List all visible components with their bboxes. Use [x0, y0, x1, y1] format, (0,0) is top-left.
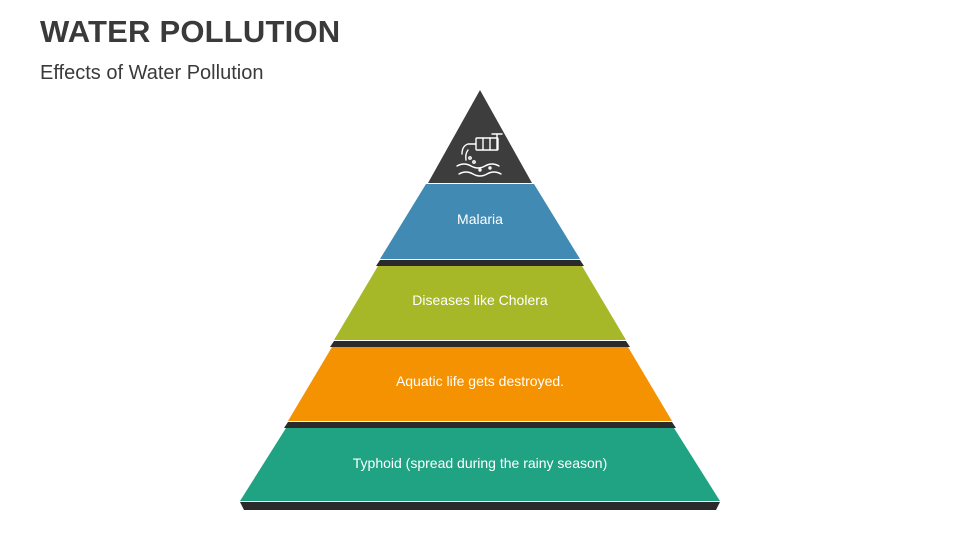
pyramid-tier-4: Typhoid (spread during the rainy season) [240, 428, 720, 510]
tier-1-label: Malaria [457, 211, 503, 227]
page-subtitle: Effects of Water Pollution [40, 62, 264, 84]
tier-3-band [288, 347, 672, 421]
apex-triangle [428, 90, 532, 183]
pyramid-tier-3: Aquatic life gets destroyed. [284, 347, 676, 428]
water-pollution-icon [456, 133, 503, 177]
tier-4-band [240, 428, 720, 501]
tier-2-shadow [330, 341, 630, 347]
tier-1-band [380, 184, 580, 259]
page-title: WATER POLLUTION [40, 14, 341, 49]
tier-4-label: Typhoid (spread during the rainy season) [353, 455, 607, 471]
tier-3-shadow [284, 422, 676, 428]
tier-2-band [334, 266, 626, 340]
tier-3-label: Aquatic life gets destroyed. [396, 373, 564, 389]
pyramid-tier-2: Diseases like Cholera [330, 266, 630, 347]
pyramid-tier-1: Malaria [376, 184, 584, 266]
tier-1-shadow [376, 260, 584, 266]
tier-2-label: Diseases like Cholera [412, 292, 548, 308]
pyramid-apex [425, 90, 535, 190]
tier-4-shadow [240, 502, 720, 510]
